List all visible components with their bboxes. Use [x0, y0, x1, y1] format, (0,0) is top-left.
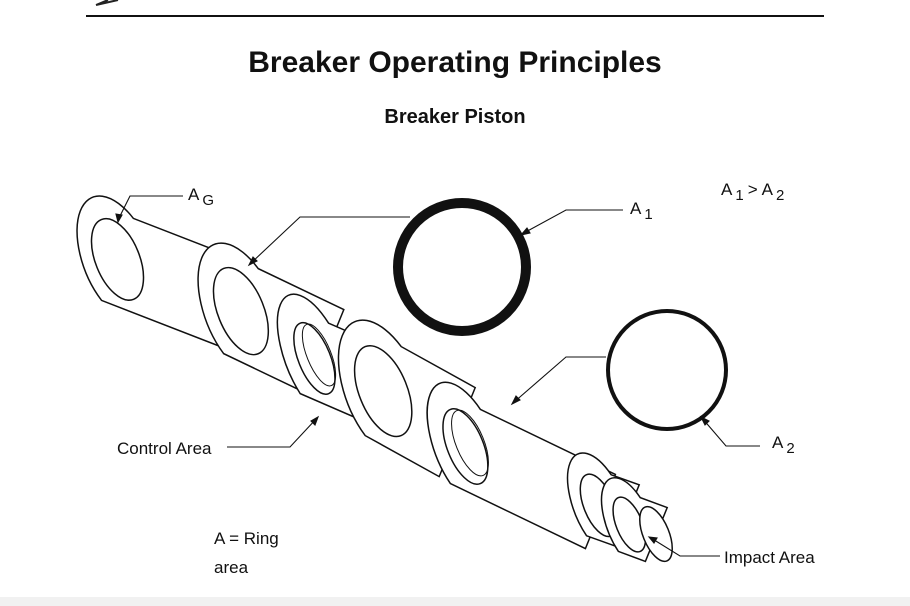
leader-a2-arrow	[699, 415, 710, 426]
breaker-piston	[76, 195, 673, 563]
relation-operator: >	[747, 180, 758, 199]
leader-a2-piston-arrow	[510, 395, 521, 406]
leader-control-arrow	[310, 415, 320, 426]
relation-left-base: A	[721, 180, 733, 199]
relation-right-sub: 2	[775, 187, 785, 204]
piston-front-shaft	[426, 381, 617, 550]
leader-a2-piston	[512, 356, 606, 404]
leader-ag	[117, 195, 183, 221]
leader-impact	[650, 537, 720, 557]
leader-ag-arrow	[115, 213, 123, 224]
label-a1-base: A	[630, 199, 642, 218]
label-a2-sub: 2	[786, 440, 795, 457]
leader-lines	[115, 195, 760, 557]
leader-a1-piston-arrow	[247, 256, 258, 267]
label-ag-sub: G	[202, 192, 215, 209]
ring-note-line2: area	[214, 558, 249, 577]
label-impact-area: Impact Area	[724, 548, 815, 567]
ring-note-line1: A = Ring	[214, 529, 279, 548]
label-control-area: Control Area	[117, 439, 212, 458]
ring-a1	[393, 198, 531, 336]
page-subtitle: Breaker Piston	[384, 106, 526, 128]
relation-right-base: A	[761, 180, 773, 199]
label-a2-base: A	[772, 433, 784, 452]
label-a1-sub: 1	[644, 206, 653, 223]
viewer-bottom-band	[0, 597, 910, 606]
leader-a1	[521, 209, 623, 235]
corner-logo-icon	[95, 0, 119, 6]
leader-a1-arrow	[519, 227, 531, 236]
leader-a2	[701, 417, 760, 447]
relation-left-sub: 1	[735, 187, 744, 204]
label-ag-base: A	[188, 185, 200, 204]
leader-impact-arrow	[647, 536, 658, 544]
ring-a2	[606, 309, 728, 431]
page-title: Breaker Operating Principles	[248, 46, 662, 79]
piston-impact-end	[600, 477, 673, 563]
leader-a1-piston	[249, 216, 410, 265]
leader-control	[227, 417, 318, 448]
